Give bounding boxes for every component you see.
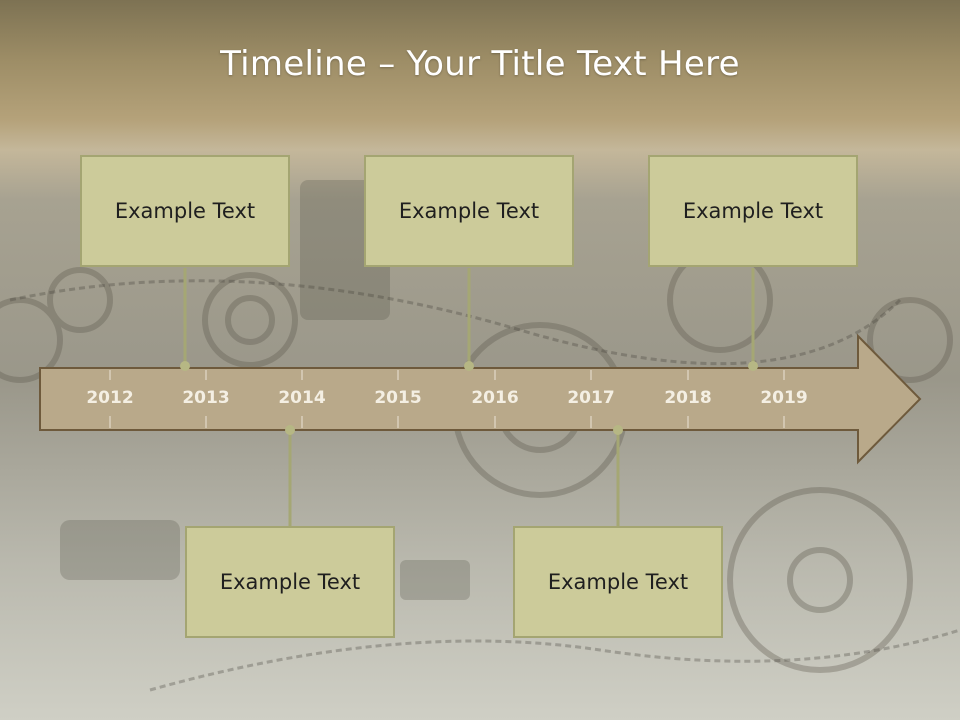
event-text: Example Text	[547, 570, 689, 594]
event-box: Example Text	[513, 526, 723, 638]
event-text: Example Text	[114, 199, 256, 223]
event-text: Example Text	[398, 199, 540, 223]
connector-dot	[613, 425, 623, 435]
event-text: Example Text	[219, 570, 361, 594]
year-label: 2019	[760, 388, 807, 408]
event-text: Example Text	[682, 199, 824, 223]
connector-dot	[748, 361, 758, 371]
connector-dot	[180, 361, 190, 371]
year-label: 2012	[86, 388, 133, 408]
connector-dot	[285, 425, 295, 435]
year-label: 2018	[664, 388, 711, 408]
year-label: 2013	[182, 388, 229, 408]
year-label: 2015	[374, 388, 421, 408]
year-label: 2014	[278, 388, 325, 408]
year-label: 2017	[567, 388, 614, 408]
event-box: Example Text	[364, 155, 574, 267]
event-box: Example Text	[80, 155, 290, 267]
connector-dot	[464, 361, 474, 371]
slide-title: Timeline – Your Title Text Here	[220, 44, 740, 84]
year-label: 2016	[471, 388, 518, 408]
event-box: Example Text	[648, 155, 858, 267]
timeline-arrow	[39, 333, 922, 465]
event-box: Example Text	[185, 526, 395, 638]
